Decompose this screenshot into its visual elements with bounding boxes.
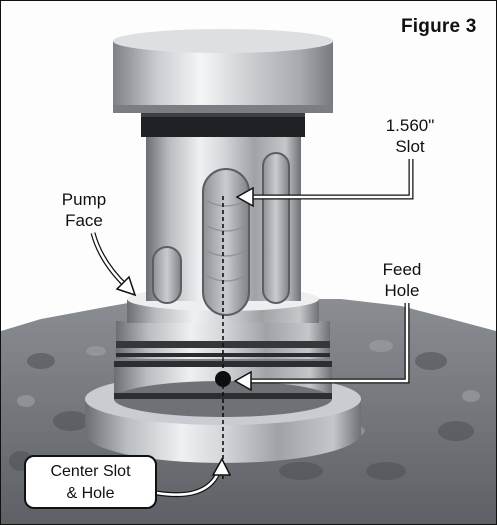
slot-callout: 1.560" Slot	[375, 115, 445, 157]
feed-hole-callout-line1: Feed	[382, 260, 422, 279]
feed-hole-callout: Feed Hole	[367, 259, 437, 301]
pump-face-callout-line2: Face	[65, 211, 103, 230]
slot-callout-line2: Slot	[395, 137, 425, 156]
center-slot-callout-box: Center Slot & Hole	[24, 455, 157, 509]
slot-callout-line1: 1.560"	[385, 116, 435, 135]
figure-label: Figure 3	[401, 16, 477, 37]
center-callout-line1: Center Slot	[50, 463, 131, 480]
pump-face-callout: Pump Face	[49, 189, 119, 231]
center-callout-line2: & Hole	[66, 485, 115, 502]
feed-hole-callout-line2: Hole	[384, 281, 420, 300]
pump-face-callout-line1: Pump	[61, 190, 107, 209]
